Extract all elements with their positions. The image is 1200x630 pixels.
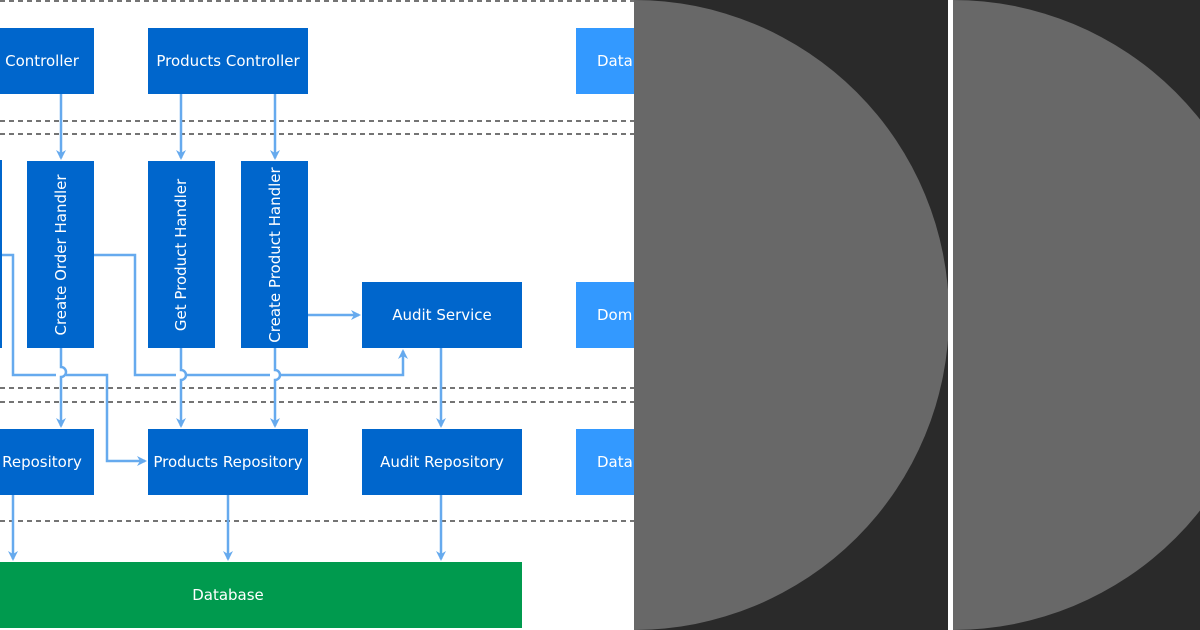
create-product-handler: Create Product Handler (241, 161, 308, 348)
arrows (0, 94, 446, 561)
layer-label-top-text: Data (597, 52, 633, 70)
audit-repository-label: Audit Repository (380, 453, 504, 471)
orders-repository: Repository (0, 429, 94, 495)
audit-service-label: Audit Service (392, 306, 492, 324)
get-product-handler-label: Get Product Handler (172, 178, 190, 331)
half-circle-shape (634, 0, 948, 630)
products-repository: Products Repository (148, 429, 308, 495)
get-product-handler: Get Product Handler (148, 161, 215, 348)
orders-repository-label: Repository (2, 453, 82, 471)
products-controller: Products Controller (148, 28, 308, 94)
layer-separators (0, 0, 634, 522)
database-label: Database (192, 586, 264, 604)
layer-label-middle-text: Dom (597, 306, 632, 324)
create-product-handler-label: Create Product Handler (266, 166, 284, 342)
half-circle-shape (953, 0, 1200, 630)
products-repository-label: Products Repository (153, 453, 302, 471)
offscreen-handler (0, 160, 2, 348)
orders-controller: Controller (0, 28, 94, 94)
audit-repository: Audit Repository (362, 429, 522, 495)
products-controller-label: Products Controller (156, 52, 300, 70)
overlay-panel-left (634, 0, 948, 630)
overlay-panel-right (953, 0, 1200, 630)
panel-divider (948, 0, 953, 630)
database: Database (0, 562, 522, 628)
layer-label-bottom-text: Data (597, 453, 633, 471)
orders-controller-label: Controller (5, 52, 80, 70)
audit-service: Audit Service (362, 282, 522, 348)
create-order-handler-label: Create Order Handler (52, 174, 70, 336)
create-order-handler: Create Order Handler (27, 161, 94, 348)
